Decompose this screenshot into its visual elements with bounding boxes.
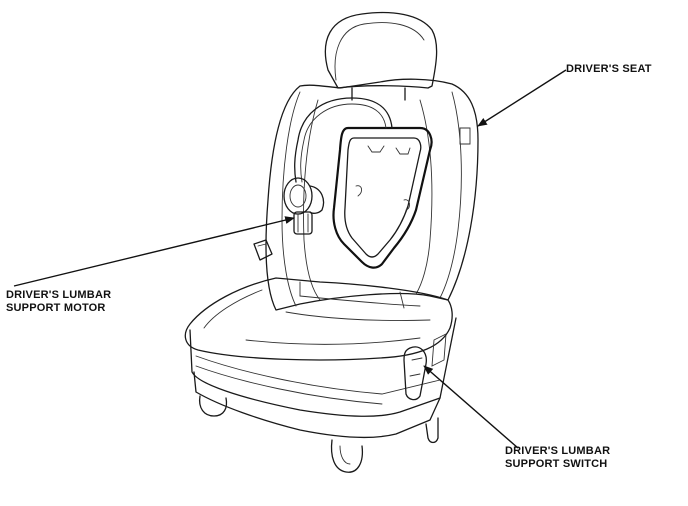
callout-lumbar-switch: DRIVER'S LUMBAR SUPPORT SWITCH: [505, 445, 610, 471]
leader-motor: [13, 216, 295, 287]
callout-switch-line1: DRIVER'S LUMBAR: [505, 445, 611, 457]
callout-seat-line1: DRIVER'S SEAT: [566, 63, 652, 75]
callout-lumbar-motor: DRIVER'S LUMBAR SUPPORT MOTOR: [6, 289, 111, 315]
leader-switch: [423, 365, 519, 449]
lumbar-support-frame: [332, 126, 433, 269]
callout-drivers-seat: DRIVER'S SEAT: [566, 63, 652, 76]
lumbar-cable: [294, 97, 393, 183]
headrest: [324, 11, 438, 101]
seat-base: [189, 317, 457, 439]
callout-motor-line1: DRIVER'S LUMBAR: [6, 289, 112, 301]
seat-back: [265, 78, 479, 311]
callout-motor-line2: SUPPORT MOTOR: [6, 302, 106, 314]
seat-cushion: [184, 277, 453, 361]
recline-lever: [253, 239, 273, 261]
seat-feet: [198, 395, 439, 473]
leader-seat: [477, 69, 567, 127]
callout-switch-line2: SUPPORT SWITCH: [505, 458, 608, 470]
